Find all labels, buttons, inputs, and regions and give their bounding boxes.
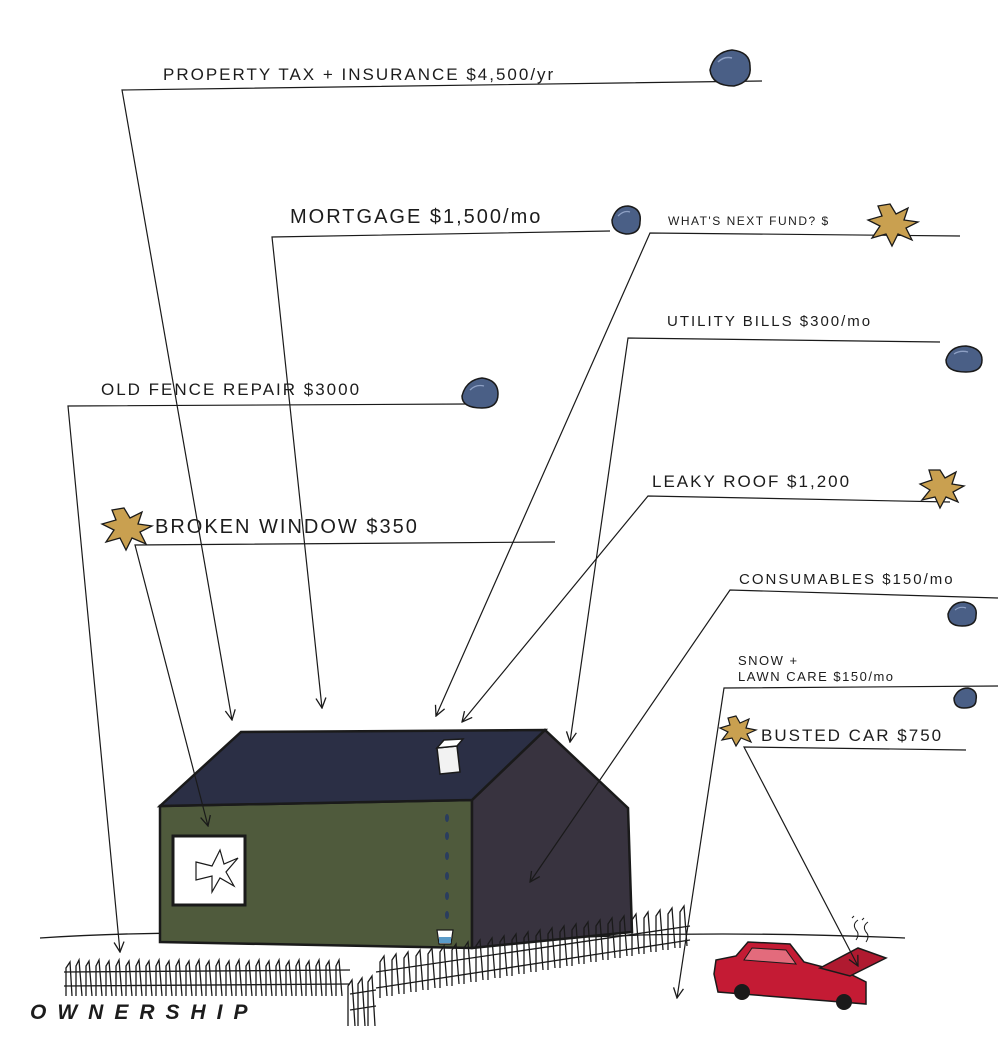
broken-window — [173, 836, 245, 905]
car-wheel — [836, 994, 852, 1010]
house — [160, 730, 632, 948]
busted-car — [714, 916, 886, 1010]
property-tax-label: PROPERTY TAX + INSURANCE $4,500/yr — [163, 66, 555, 83]
mortgage-label: MORTGAGE $1,500/mo — [290, 207, 542, 227]
stone-icon — [710, 50, 750, 86]
burst-icon — [102, 508, 152, 550]
utility-bills-label: UTILITY BILLS $300/mo — [667, 314, 872, 329]
stone-icon — [946, 346, 982, 372]
lawn-care-label: LAWN CARE $150/mo — [738, 670, 895, 683]
leader-property — [122, 81, 762, 720]
leader-mortgage — [272, 231, 610, 708]
stone-icon — [462, 378, 498, 408]
leader-car — [744, 747, 966, 966]
whats-next-fund-label: WHAT'S NEXT FUND? $ — [668, 215, 830, 227]
snow-label: SNOW + — [738, 654, 799, 667]
stone-icon — [948, 602, 976, 626]
leaky-roof-label: LEAKY ROOF $1,200 — [652, 473, 851, 490]
leader-roof — [462, 496, 950, 722]
drip-bucket — [437, 930, 453, 944]
ownership-title: OWNERSHIP — [30, 1002, 259, 1023]
busted-car-label: BUSTED CAR $750 — [761, 727, 943, 744]
car-smoke — [852, 916, 868, 942]
burst-icon — [868, 204, 918, 246]
stone-icon — [612, 206, 640, 234]
consumables-label: CONSUMABLES $150/mo — [739, 572, 955, 587]
burst-icon — [920, 470, 964, 508]
burst-icon — [720, 716, 756, 746]
fence-repair-label: OLD FENCE REPAIR $3000 — [101, 381, 361, 398]
broken-window-label: BROKEN WINDOW $350 — [155, 517, 419, 537]
car-wheel — [734, 984, 750, 1000]
stone-icon — [954, 688, 976, 708]
